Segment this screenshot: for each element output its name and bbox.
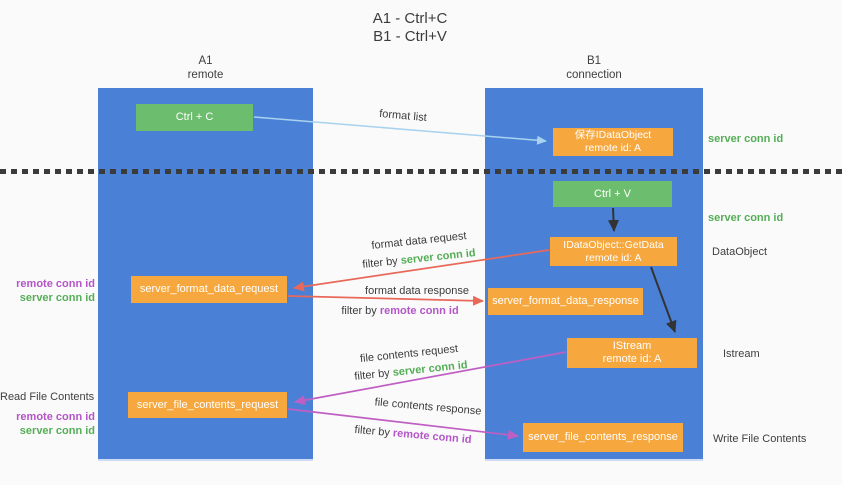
ctrl-v-label: Ctrl + V (594, 187, 631, 200)
istream-label: Istream (723, 348, 760, 360)
file-conn-id-group: remote conn id server conn id (0, 410, 95, 438)
remote-conn-id-label-2: remote conn id (16, 411, 95, 423)
server-file-contents-response-label: server_file_contents_response (528, 431, 678, 443)
ctrl-v-node: Ctrl + V (553, 181, 672, 207)
remote-conn-id-text: remote conn id (379, 305, 459, 317)
diagram-title: A1 - Ctrl+C B1 - Ctrl+V (0, 10, 820, 46)
server-conn-id-label-left-1: server conn id (19, 292, 95, 304)
column-b-name: B1 (586, 55, 602, 67)
format-list-label: format list (378, 107, 428, 125)
save-idataobject-node: 保存IDataObject remote id: A (553, 128, 673, 156)
server-conn-id-label-left-2: server conn id (19, 425, 95, 437)
filter-by-remote-conn-id-label-1: filter by remote conn id (341, 305, 458, 317)
server-conn-id-text: server conn id (392, 359, 469, 379)
server-file-contents-request-label: server_file_contents_request (136, 398, 279, 411)
filter-by-text: filter by (354, 423, 394, 440)
save-idataobject-line1: 保存IDataObject (574, 129, 652, 141)
read-file-contents-label: Read File Contents (0, 391, 95, 403)
remote-conn-id-label-1: remote conn id (16, 278, 95, 290)
server-format-data-request-node: server_format_data_request (131, 276, 287, 303)
istream-line1: IStream (612, 340, 652, 352)
column-a-name: A1 (198, 55, 213, 67)
server-format-data-response-node: server_format_data_response (488, 288, 643, 315)
format-data-response-label: format data response (365, 285, 469, 297)
filter-by-text: filter by (341, 305, 380, 317)
server-file-contents-response-node: server_file_contents_response (523, 423, 683, 452)
write-file-contents-label: Write File Contents (713, 433, 807, 445)
column-b-header: B1 connection (485, 54, 703, 82)
server-conn-id-label-mid: server conn id (708, 212, 784, 224)
separator-dotted-line (0, 169, 842, 174)
ctrl-c-label: Ctrl + C (175, 111, 214, 123)
getdata-node: IDataObject::GetData remote id: A (550, 237, 677, 266)
column-b-subtitle: connection (566, 69, 622, 81)
title-line-2: B1 - Ctrl+V (373, 28, 447, 45)
server-conn-id-label-top: server conn id (708, 133, 784, 145)
istream-node: IStream remote id: A (567, 338, 697, 368)
getdata-line2: remote id: A (585, 251, 642, 264)
save-idataobject-line2: remote id: A (584, 142, 642, 154)
server-format-data-response-label: server_format_data_response (492, 295, 639, 307)
column-a-subtitle: remote (187, 69, 224, 81)
title-line-1: A1 - Ctrl+C (372, 10, 448, 27)
ctrl-c-node: Ctrl + C (136, 104, 253, 131)
filter-by-text: filter by (353, 366, 394, 383)
format-conn-id-group: remote conn id server conn id (0, 277, 95, 305)
istream-line2: remote id: A (602, 353, 662, 365)
column-a-header: A1 remote (98, 54, 313, 82)
server-format-data-request-label: server_format_data_request (139, 283, 279, 295)
file-contents-response-label: file contents response (374, 396, 482, 418)
getdata-line1: IDataObject::GetData (563, 238, 664, 251)
remote-conn-id-text: remote conn id (392, 427, 472, 447)
server-file-contents-request-node: server_file_contents_request (128, 392, 287, 418)
server-conn-id-text: server conn id (400, 247, 477, 267)
filter-by-remote-conn-id-label-2: filter by remote conn id (354, 424, 472, 446)
dataobject-label: DataObject (712, 246, 768, 258)
filter-by-text: filter by (361, 254, 402, 271)
